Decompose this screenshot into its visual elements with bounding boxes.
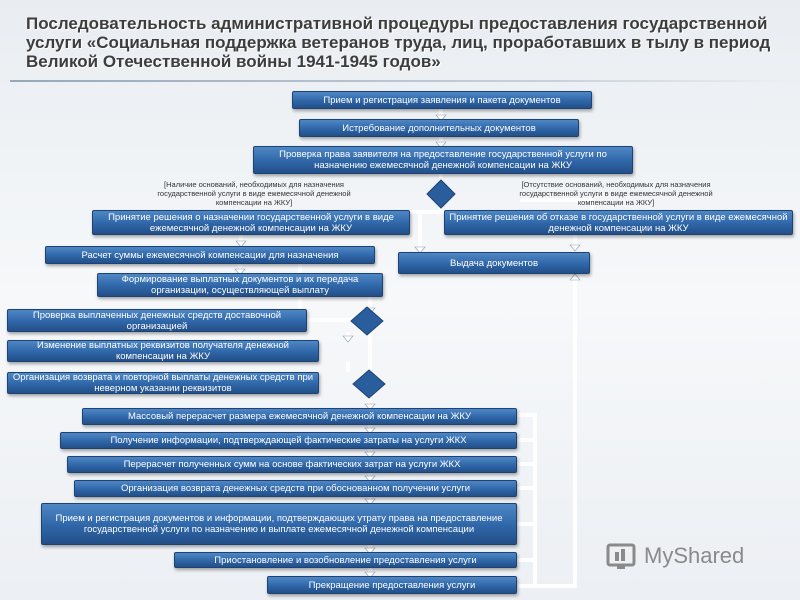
myshared-logo-icon bbox=[606, 543, 636, 569]
step-return-funds: Организация возврата денежных средств пр… bbox=[74, 480, 517, 497]
step-check-right: Проверка права заявителя на предоставлен… bbox=[253, 146, 633, 174]
step-reception: Прием и регистрация заявления и пакета д… bbox=[292, 91, 592, 109]
decision-diamond-check bbox=[350, 306, 384, 336]
note-grounds: [Наличие оснований, необходимых для назн… bbox=[157, 180, 351, 207]
step-return-repeat: Организация возврата и повторной выплаты… bbox=[7, 372, 319, 394]
step-calculation: Расчет суммы ежемесячной компенсации для… bbox=[45, 246, 375, 264]
step-receive-info: Получение информации, подтверждающей фак… bbox=[60, 432, 517, 449]
step-decision-refuse: Принятие решения об отказе в государстве… bbox=[444, 210, 793, 235]
decision-diamond-grounds bbox=[426, 179, 456, 209]
step-recalc-received: Перерасчет полученных сумм на основе фак… bbox=[67, 456, 517, 473]
step-check-paid: Проверка выплаченных денежных средств до… bbox=[7, 309, 307, 332]
myshared-brand: MyShared bbox=[644, 543, 745, 568]
title-divider bbox=[10, 80, 790, 82]
myshared-watermark: MyShared bbox=[606, 538, 776, 574]
step-payment-docs: Формирование выплатных документов и их п… bbox=[97, 273, 383, 297]
step-mass-recalc: Массовый перерасчет размера ежемесячной … bbox=[82, 408, 517, 425]
step-change-details: Изменение выплатных реквизитов получател… bbox=[7, 340, 319, 362]
step-decision-grant: Принятие решения о назначении государств… bbox=[92, 210, 410, 235]
step-loss-right: Прием и регистрация документов и информа… bbox=[41, 503, 517, 545]
step-request-docs: Истребование дополнительных документов bbox=[299, 119, 579, 137]
step-terminate: Прекращение предоставления услуги bbox=[267, 576, 517, 594]
note-no-grounds: [Отсутствие оснований, необходимых для н… bbox=[519, 180, 713, 207]
step-suspend: Приостановление и возобновление предоста… bbox=[174, 552, 517, 568]
decision-diamond-return bbox=[352, 369, 386, 399]
page-title: Последовательность административной проц… bbox=[26, 14, 771, 71]
step-issue-docs: Выдача документов bbox=[398, 252, 590, 274]
